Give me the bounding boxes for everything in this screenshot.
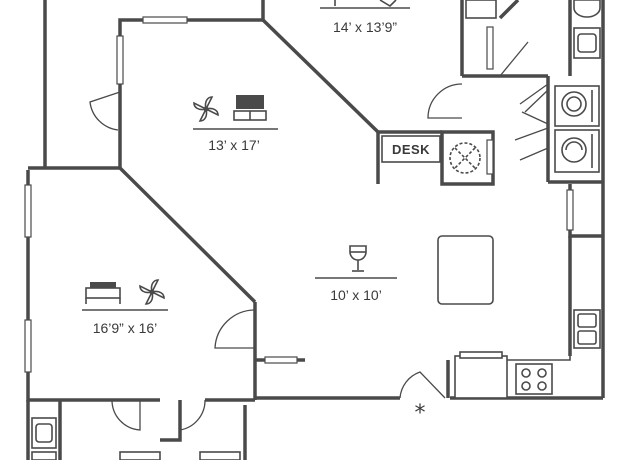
living-room-dimensions: 10’ x 10’ bbox=[330, 287, 382, 303]
doors bbox=[89, 41, 549, 431]
desk-label: DESK bbox=[392, 142, 430, 157]
refrigerator bbox=[454, 355, 508, 399]
ceiling-fan-icon bbox=[139, 279, 165, 305]
kitchen-island bbox=[437, 235, 494, 305]
windows bbox=[24, 16, 574, 373]
wine-glass-icon bbox=[349, 245, 367, 272]
bath-sink-icon bbox=[573, 27, 601, 59]
washer-icon bbox=[554, 85, 600, 127]
bed-icon bbox=[85, 282, 121, 304]
toilet-icon bbox=[573, 0, 601, 18]
desk bbox=[381, 135, 441, 163]
tv-icon bbox=[233, 95, 267, 121]
ceiling-fan-icon bbox=[193, 96, 219, 122]
fixtures bbox=[31, 0, 601, 460]
closet-mechanical-icon bbox=[449, 139, 494, 175]
top-room: 14’ x 13’9” bbox=[320, 0, 410, 35]
walls bbox=[26, 0, 605, 460]
bedroom-lower: 16’9” x 16’ bbox=[82, 279, 168, 336]
bath-sink-lower-icon bbox=[31, 417, 57, 449]
bedroom-lower-dimensions: 16’9” x 16’ bbox=[93, 320, 158, 336]
sink-icon bbox=[573, 309, 601, 349]
top-room-dimensions: 14’ x 13’9” bbox=[333, 19, 397, 35]
bedroom-upper-dimensions: 13’ x 17’ bbox=[208, 137, 260, 153]
bedroom-upper: 13’ x 17’ bbox=[193, 95, 278, 153]
entry-marker: * bbox=[415, 401, 426, 426]
living-room: 10’ x 10’ bbox=[315, 245, 397, 303]
stove-icon bbox=[515, 363, 553, 395]
top-room-icon-partial bbox=[334, 0, 397, 8]
dryer-icon bbox=[554, 129, 600, 173]
